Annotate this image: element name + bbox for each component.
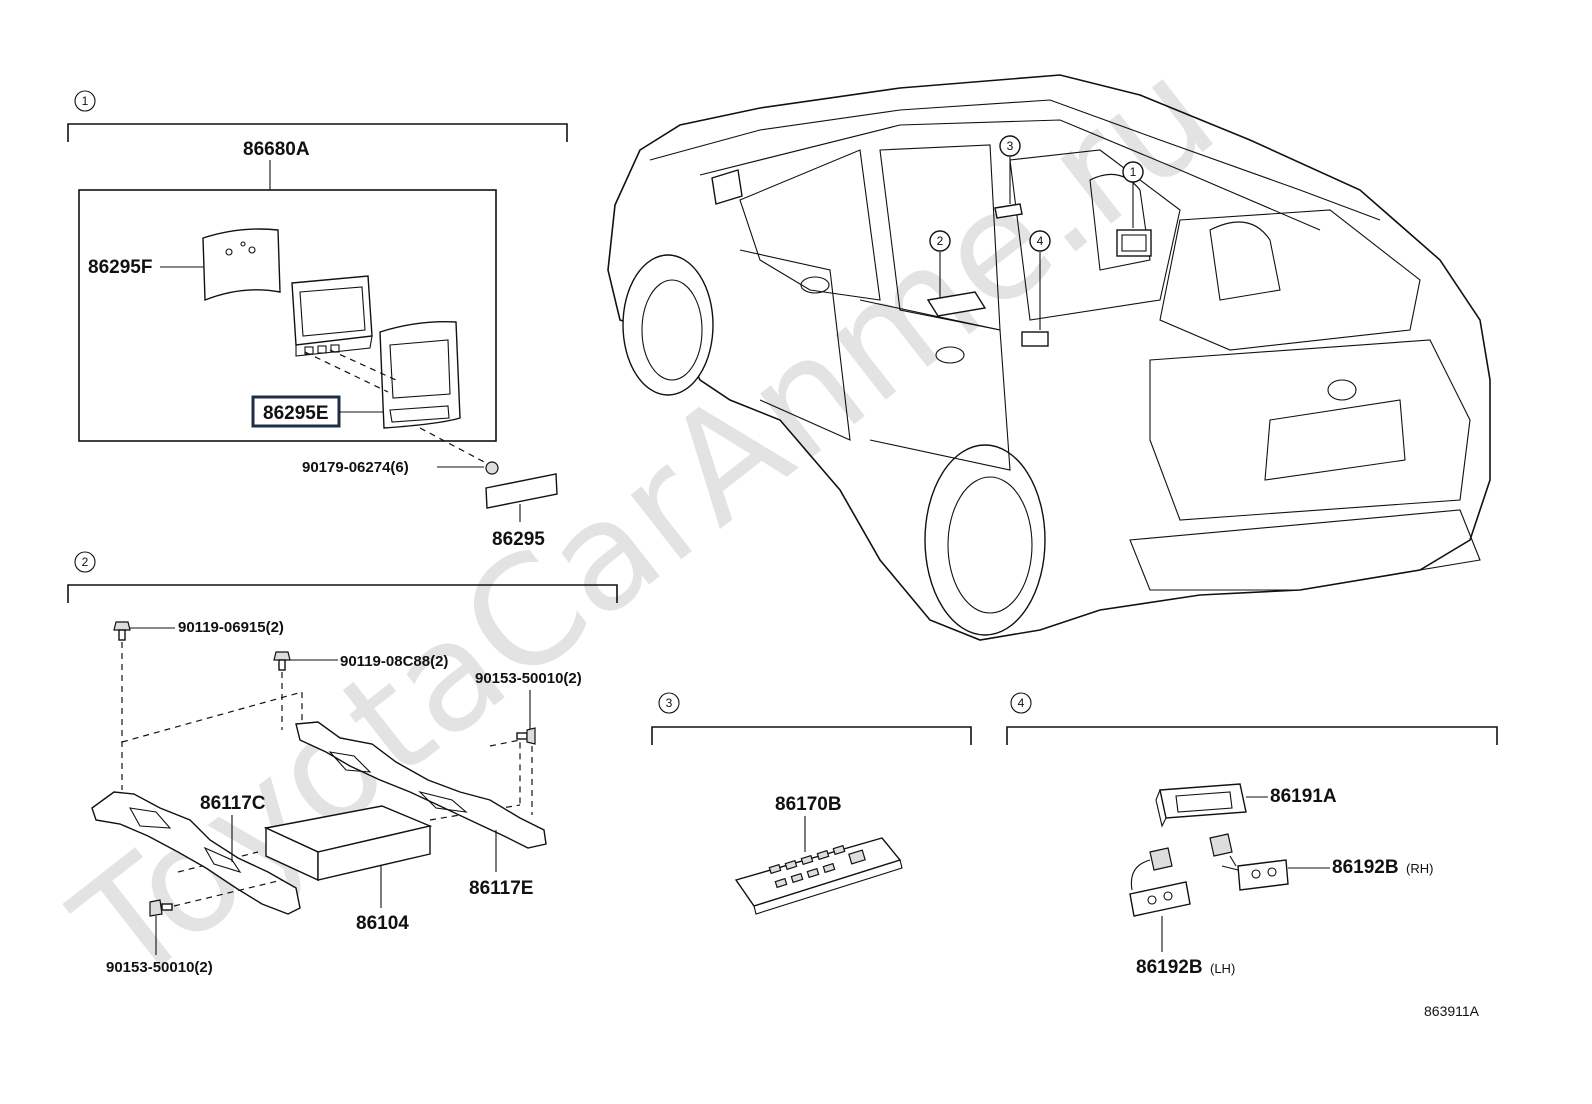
player-86104-drawing [263,805,433,882]
assembly-box [78,189,497,442]
part-90119-08C88[interactable]: 90119-08C88(2) [340,653,448,670]
svg-text:2: 2 [82,555,89,569]
part-86117E[interactable]: 86117E [469,878,533,899]
part-86295E[interactable]: 86295E [263,403,329,424]
lh-label: (LH) [1210,961,1235,976]
screw-drawing [485,461,499,475]
part-86192B-lh[interactable]: 86192B [1136,957,1203,978]
svg-text:4: 4 [1037,234,1044,248]
bolt-d-drawing [149,899,173,917]
remote-86170B-drawing [734,837,903,915]
part-86295[interactable]: 86295 [492,529,545,550]
car-marker-4: 4 [1029,230,1051,252]
part-86295F[interactable]: 86295F [88,257,152,278]
part-86104[interactable]: 86104 [356,913,409,934]
section-2-marker: 2 [74,551,96,573]
figure-code: 863911A [1424,1003,1480,1019]
part-90119-06915[interactable]: 90119-06915(2) [178,619,284,636]
car-marker-1: 1 [1122,161,1144,183]
display-unit-drawing [291,275,373,357]
section-2: 2 90119-06915(2) 90119-08C88(2) 90153-50… [67,551,618,976]
part-90153-50010-bottom[interactable]: 90153-50010(2) [106,959,213,976]
connector-lh-drawing [1129,847,1191,917]
section-4-marker: 4 [1010,692,1032,714]
section-1-marker: 1 [74,90,96,112]
section-3: 3 86170B [651,692,972,915]
svg-text:2: 2 [937,234,944,248]
rh-label: (RH) [1406,861,1433,876]
section-3-marker: 3 [658,692,680,714]
car-marker-3: 3 [999,135,1021,157]
part-90179-06274[interactable]: 90179-06274(6) [302,459,409,476]
svg-text:3: 3 [666,696,673,710]
bolt-c-drawing [516,727,536,745]
trim-strip-drawing [485,473,558,509]
part-90153-50010-top[interactable]: 90153-50010(2) [475,670,582,687]
bracket-86117C-drawing [91,791,301,915]
part-86170B[interactable]: 86170B [775,794,842,815]
rear-cover-drawing [202,228,281,302]
part-86680A[interactable]: 86680A [243,139,310,160]
vehicle-drawing: 1 2 3 4 [607,74,1491,641]
part-86191A[interactable]: 86191A [1270,786,1337,807]
display-frame-drawing [379,321,461,429]
section-2-bracket [67,584,618,603]
section-4-bracket [1006,726,1498,745]
part-86192B-rh[interactable]: 86192B [1332,857,1399,878]
section-1: 1 86680A 86295F [67,90,568,550]
connector-rh-drawing [1209,833,1289,891]
car-marker-2: 2 [929,230,951,252]
section-1-bracket [67,123,568,142]
svg-text:3: 3 [1007,139,1014,153]
bolt-b-drawing [273,651,291,671]
section-3-bracket [651,726,972,745]
svg-text:1: 1 [82,94,89,108]
jack-86191A-drawing [1155,783,1247,828]
bolt-a-drawing [113,621,131,641]
svg-text:1: 1 [1130,165,1137,179]
svg-text:4: 4 [1018,696,1025,710]
part-86117C[interactable]: 86117C [200,793,266,814]
section-4: 4 86191A 86192B (RH) [1006,692,1498,978]
